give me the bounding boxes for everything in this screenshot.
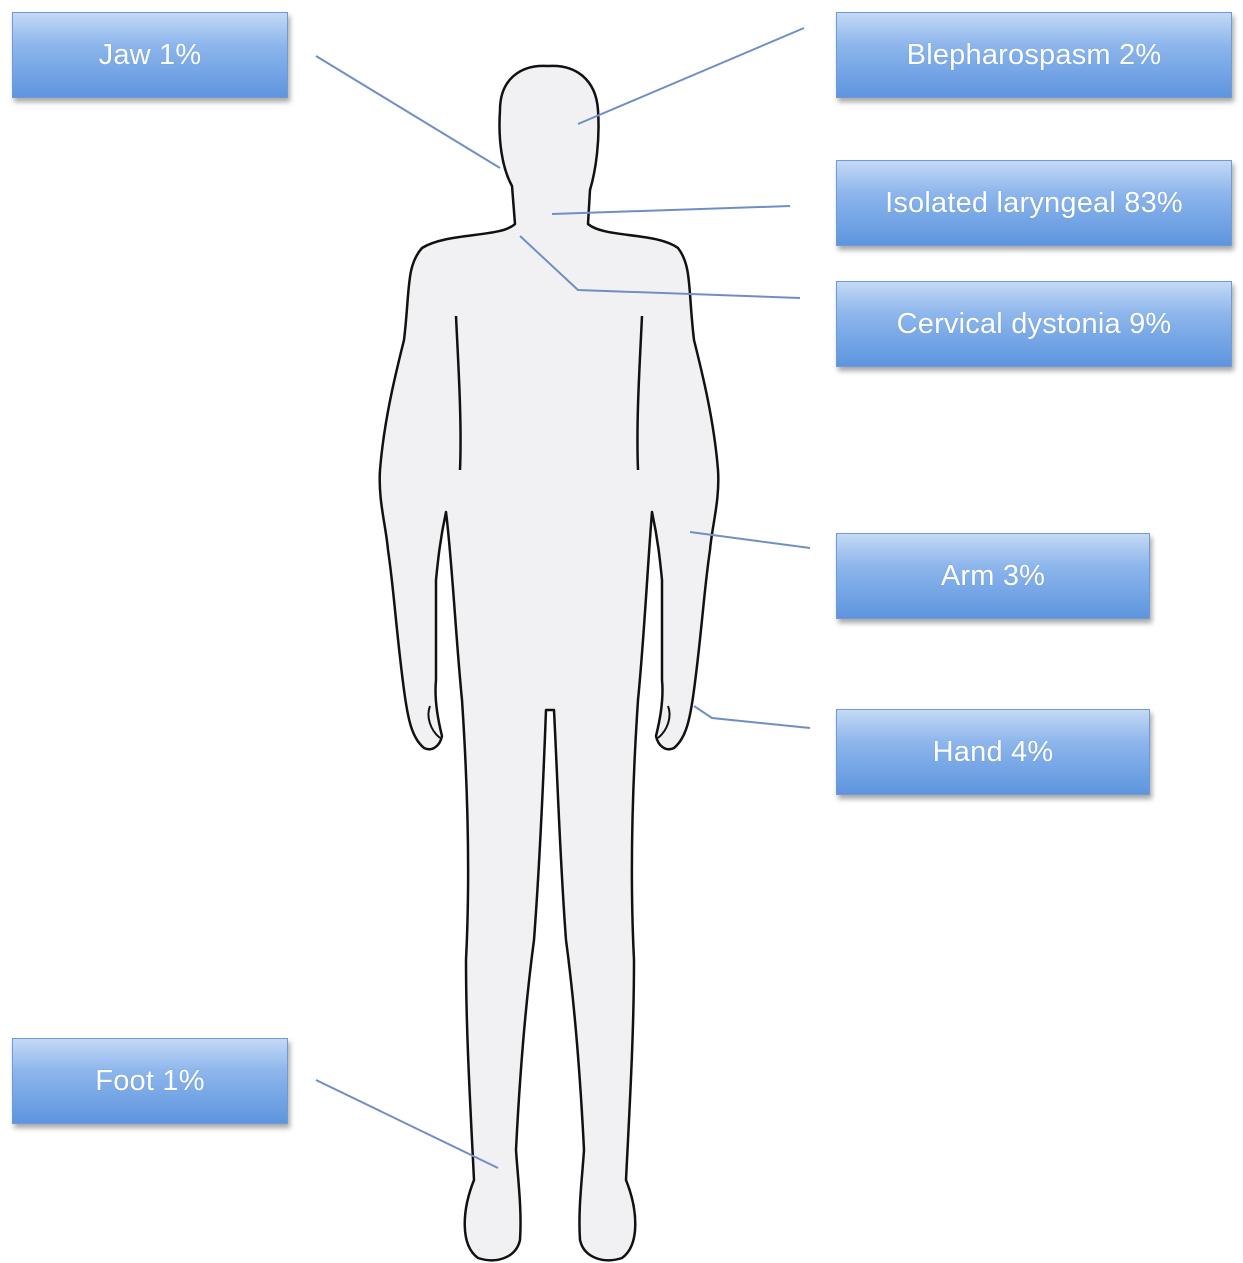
hand-leader-line [694, 706, 810, 728]
cervical-dystonia-label: Cervical dystonia 9% [836, 281, 1232, 367]
arm-label: Arm 3% [836, 533, 1150, 619]
body-silhouette [380, 66, 719, 1260]
blepharospasm-label: Blepharospasm 2% [836, 12, 1232, 98]
hand-label: Hand 4% [836, 709, 1150, 795]
isolated-laryngeal-label: Isolated laryngeal 83% [836, 160, 1232, 246]
jaw-leader-line [316, 56, 500, 168]
jaw-label: Jaw 1% [12, 12, 288, 98]
blepharospasm-leader-line [578, 28, 804, 124]
foot-label: Foot 1% [12, 1038, 288, 1124]
